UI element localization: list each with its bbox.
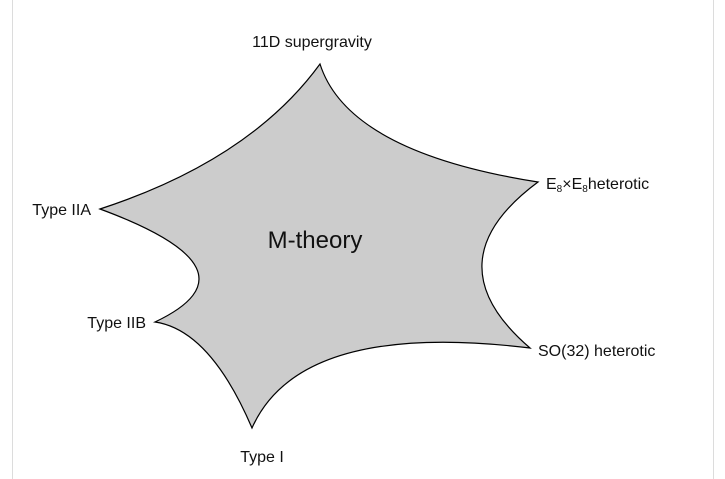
label-type-i: Type I <box>240 449 284 466</box>
m-theory-region <box>98 62 540 430</box>
e8-suffix: heterotic <box>588 176 649 193</box>
label-e8-heterotic: E8×E8heterotic <box>546 176 649 195</box>
e8-subscript-2: 8 <box>582 184 588 195</box>
e8-times: × <box>562 176 571 193</box>
label-11d-supergravity: 11D supergravity <box>252 34 372 51</box>
label-type-iia: Type IIA <box>32 202 91 219</box>
center-label: M-theory <box>268 227 363 254</box>
e8-base-2: E <box>572 176 583 193</box>
label-type-iib: Type IIB <box>87 315 146 332</box>
e8-base: E <box>546 176 557 193</box>
e8-subscript: 8 <box>557 184 563 195</box>
label-so32-heterotic: SO(32) heterotic <box>538 343 655 360</box>
